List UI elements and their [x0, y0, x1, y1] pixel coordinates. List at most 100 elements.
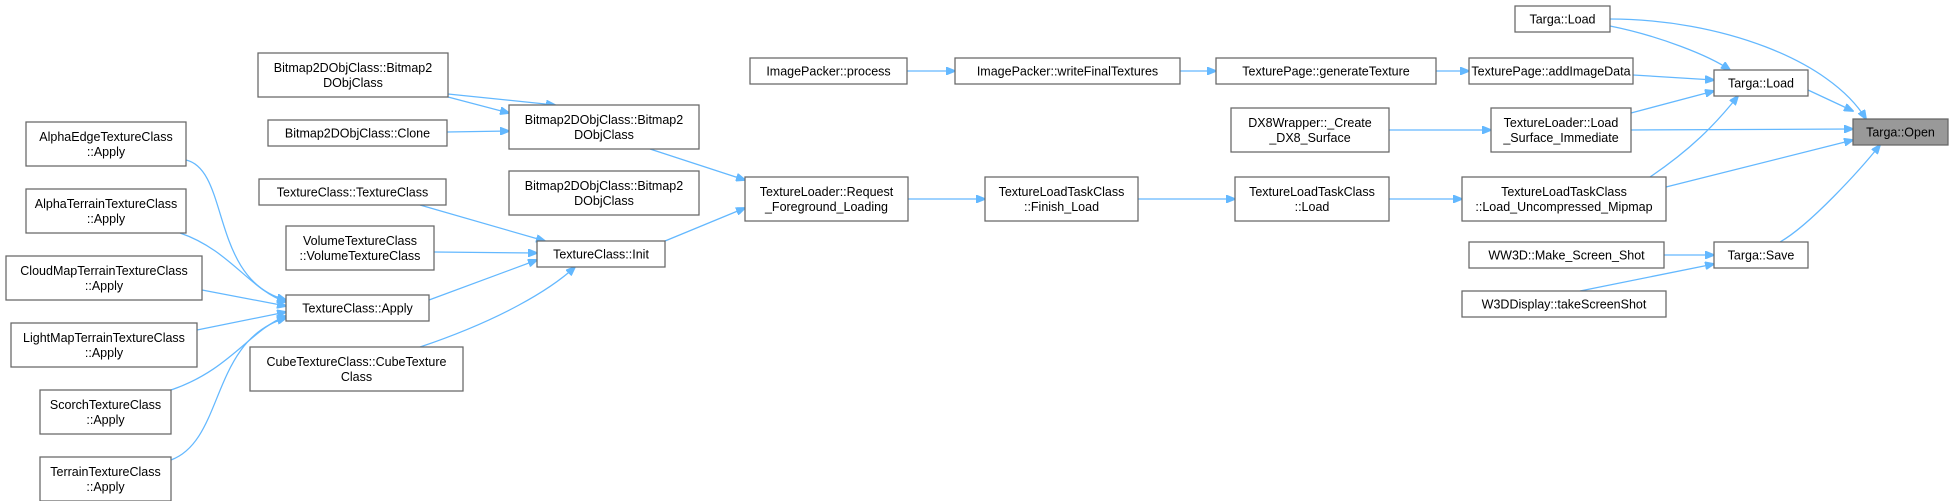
node-label-line: TerrainTextureClass	[50, 465, 160, 479]
node-box[interactable]	[267, 119, 448, 147]
node-box[interactable]	[1713, 69, 1809, 97]
edge-texturepage_add-to-targa_load	[1632, 74, 1714, 80]
node-box[interactable]	[25, 121, 187, 167]
node-ww3d-screenshot[interactable]: WW3D::Make_Screen_Shot	[1468, 241, 1665, 269]
node-label-line: DObjClass	[323, 76, 383, 90]
node-imagepacker-write[interactable]: ImagePacker::writeFinalTextures	[954, 57, 1181, 85]
edge-texclass_ctor-to-texclass_init	[419, 204, 545, 241]
node-box[interactable]	[25, 188, 187, 234]
edge-cloudmap_apply-to-texclass_apply	[201, 289, 286, 306]
node-label-line: ::Apply	[87, 145, 126, 159]
node-box[interactable]	[39, 389, 172, 435]
node-label-line: CubeTextureClass::CubeTexture	[267, 355, 447, 369]
node-label-line: TextureLoadTaskClass	[1249, 185, 1375, 199]
node-label-line: CloudMapTerrainTextureClass	[20, 264, 187, 278]
node-texturepage-gen[interactable]: TexturePage::generateTexture	[1215, 57, 1437, 85]
node-box[interactable]	[744, 176, 909, 222]
node-tl-load-surface[interactable]: TextureLoader::Load_Surface_Immediate	[1490, 107, 1632, 153]
node-label-line: AlphaEdgeTextureClass	[39, 130, 172, 144]
node-box[interactable]	[1461, 290, 1667, 318]
node-scorch-apply[interactable]: ScorchTextureClass::Apply	[39, 389, 172, 435]
edge-targa_load-to-targa_open	[1807, 89, 1853, 111]
node-box[interactable]	[1215, 57, 1437, 85]
node-box[interactable]	[1490, 107, 1632, 153]
node-lightmap-apply[interactable]: LightMapTerrainTextureClass::Apply	[10, 322, 198, 368]
node-targa-save[interactable]: Targa::Save	[1713, 241, 1809, 269]
node-texturepage-add[interactable]: TexturePage::addImageData	[1468, 57, 1634, 85]
node-dx8-create[interactable]: DX8Wrapper::_Create_DX8_Surface	[1230, 107, 1390, 153]
node-tltc-finish[interactable]: TextureLoadTaskClass::Finish_Load	[984, 176, 1139, 222]
node-box[interactable]	[1234, 176, 1390, 222]
node-box[interactable]	[39, 456, 172, 501]
node-label-line: W3DDisplay::takeScreenShot	[1482, 298, 1647, 312]
node-terrain-apply[interactable]: TerrainTextureClass::Apply	[39, 456, 172, 501]
node-targa-load-top[interactable]: Targa::Load	[1514, 5, 1611, 33]
node-label-line: TextureClass::Init	[553, 248, 649, 262]
node-label-line: ::Apply	[87, 212, 126, 226]
node-label-line: _Foreground_Loading	[764, 200, 888, 214]
node-label-line: DObjClass	[574, 194, 634, 208]
node-label-line: Class	[341, 370, 372, 384]
node-cube-ctor[interactable]: CubeTextureClass::CubeTextureClass	[249, 346, 464, 392]
node-tltc-load-uncomp[interactable]: TextureLoadTaskClass::Load_Uncompressed_…	[1461, 176, 1667, 222]
node-texclass-apply[interactable]: TextureClass::Apply	[285, 294, 430, 322]
edge-b2d_ctor_c-to-b2d_ctor_b	[447, 96, 509, 113]
node-box[interactable]	[1468, 57, 1634, 85]
node-box[interactable]	[749, 57, 908, 85]
node-label-line: VolumeTextureClass	[303, 234, 417, 248]
node-b2d-ctor-a[interactable]: Bitmap2DObjClass::Bitmap2DObjClass	[257, 52, 449, 98]
node-label-line: ScorchTextureClass	[50, 398, 161, 412]
node-box[interactable]	[536, 240, 666, 268]
edge-tltc_load_uncomp-to-targa_open	[1665, 140, 1853, 188]
node-cloudmap-apply[interactable]: CloudMapTerrainTextureClass::Apply	[5, 255, 203, 301]
node-box[interactable]	[954, 57, 1181, 85]
node-b2d-ctor-b[interactable]: Bitmap2DObjClass::Bitmap2DObjClass	[508, 104, 700, 150]
node-w3d-display[interactable]: W3DDisplay::takeScreenShot	[1461, 290, 1667, 318]
node-box[interactable]	[285, 294, 430, 322]
node-box[interactable]	[1468, 241, 1665, 269]
node-label-line: TextureLoadTaskClass	[1501, 185, 1627, 199]
node-label-line: DObjClass	[574, 128, 634, 142]
node-b2d-ctor-c[interactable]: Bitmap2DObjClass::Bitmap2DObjClass	[508, 170, 700, 216]
node-texclass-ctor[interactable]: TextureClass::TextureClass	[258, 178, 447, 206]
node-label-line: ::Apply	[85, 279, 124, 293]
node-box[interactable]	[1230, 107, 1390, 153]
node-imagepacker-process[interactable]: ImagePacker::process	[749, 57, 908, 85]
node-box[interactable]	[257, 52, 449, 98]
node-box[interactable]	[508, 170, 700, 216]
node-box[interactable]	[1514, 5, 1611, 33]
node-box[interactable]	[1852, 118, 1949, 146]
node-alphaedge-apply[interactable]: AlphaEdgeTextureClass::Apply	[25, 121, 187, 167]
edge-b2d_ctor_b-to-tl_request	[649, 148, 745, 180]
node-box[interactable]	[508, 104, 700, 150]
node-targa-load[interactable]: Targa::Load	[1713, 69, 1809, 97]
edge-volume_ctor-to-texclass_init	[433, 252, 537, 253]
node-label-line: ::Apply	[86, 480, 125, 494]
node-box[interactable]	[5, 255, 203, 301]
node-alphaterrain-apply[interactable]: AlphaTerrainTextureClass::Apply	[25, 188, 187, 234]
node-box[interactable]	[258, 178, 447, 206]
node-volume-ctor[interactable]: VolumeTextureClass::VolumeTextureClass	[285, 225, 435, 271]
node-label-line: TextureLoader::Load	[1504, 116, 1619, 130]
node-box[interactable]	[1461, 176, 1667, 222]
node-targa-open[interactable]: Targa::Open	[1852, 118, 1949, 146]
node-box[interactable]	[249, 346, 464, 392]
edge-w3d_display-to-targa_save	[1579, 264, 1714, 292]
node-box[interactable]	[10, 322, 198, 368]
edge-targa_load_top-to-targa_open	[1609, 18, 1866, 119]
node-label-line: TextureLoader::Request	[760, 185, 894, 199]
node-label-line: TextureClass::Apply	[302, 302, 413, 316]
node-tl-request[interactable]: TextureLoader::Request_Foreground_Loadin…	[744, 176, 909, 222]
node-label-line: ImagePacker::writeFinalTextures	[977, 65, 1158, 79]
node-b2d-clone[interactable]: Bitmap2DObjClass::Clone	[267, 119, 448, 147]
node-box[interactable]	[285, 225, 435, 271]
node-tltc-load[interactable]: TextureLoadTaskClass::Load	[1234, 176, 1390, 222]
node-label-line: Bitmap2DObjClass::Bitmap2	[274, 61, 432, 75]
node-label-line: _DX8_Surface	[1268, 131, 1350, 145]
node-label-line: Bitmap2DObjClass::Bitmap2	[525, 179, 683, 193]
node-texclass-init[interactable]: TextureClass::Init	[536, 240, 666, 268]
node-box[interactable]	[1713, 241, 1809, 269]
node-label-line: _Surface_Immediate	[1502, 131, 1618, 145]
node-box[interactable]	[984, 176, 1139, 222]
edge-tl_load_surface-to-targa_load	[1630, 91, 1714, 114]
